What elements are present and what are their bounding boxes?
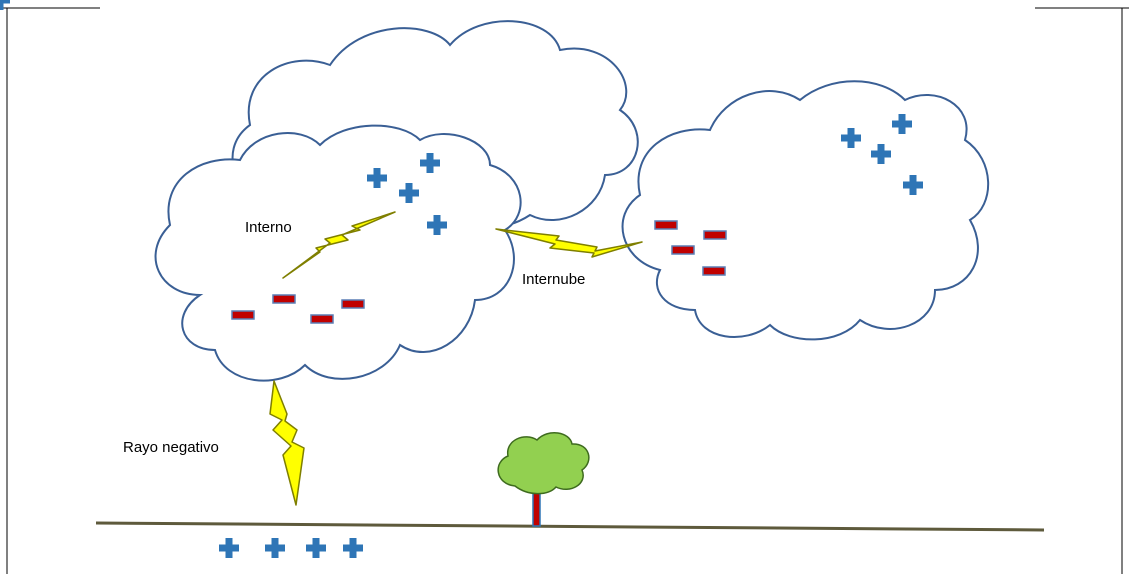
intercloud-lightning-bolt: [495, 228, 643, 258]
left-cloud-positive-charge: [367, 168, 387, 188]
right-cloud: [621, 80, 990, 341]
left-cloud-positive-charge: [427, 215, 447, 235]
ground-positive-charge: [265, 538, 285, 558]
right-cloud-negative-charge: [702, 266, 726, 276]
left-cloud-positive-charge: [0, 0, 10, 10]
left-cloud: [154, 124, 522, 382]
right-cloud-negative-charge: [703, 230, 727, 240]
right-cloud-positive-charge: [841, 128, 861, 148]
negative-strike-label: Rayo negativo: [123, 439, 219, 456]
left-cloud-negative-charge: [231, 310, 255, 320]
right-cloud-negative-charge: [654, 220, 678, 230]
tree-crown: [497, 432, 590, 495]
left-cloud-negative-charge: [272, 294, 296, 304]
left-cloud-negative-charge: [341, 299, 365, 309]
right-cloud-positive-charge: [903, 175, 923, 195]
right-cloud-positive-charge: [892, 114, 912, 134]
tree: [497, 432, 590, 527]
frame: [0, 7, 1129, 574]
charges: [0, 0, 923, 558]
negative-strike-lightning-bolt: [269, 380, 305, 506]
internal-label: Interno: [245, 219, 292, 236]
intercloud-label: Internube: [522, 271, 585, 288]
left-cloud-negative-charge: [310, 314, 334, 324]
right-cloud-positive-charge: [871, 144, 891, 164]
left-cloud-positive-charge: [420, 153, 440, 173]
left-cloud-positive-charge: [399, 183, 419, 203]
ground-positive-charge: [343, 538, 363, 558]
ground-positive-charge: [219, 538, 239, 558]
ground-positive-charge: [306, 538, 326, 558]
internal-lightning-bolt: [282, 211, 396, 279]
right-cloud-negative-charge: [671, 245, 695, 255]
ground-line: [95, 521, 1045, 532]
